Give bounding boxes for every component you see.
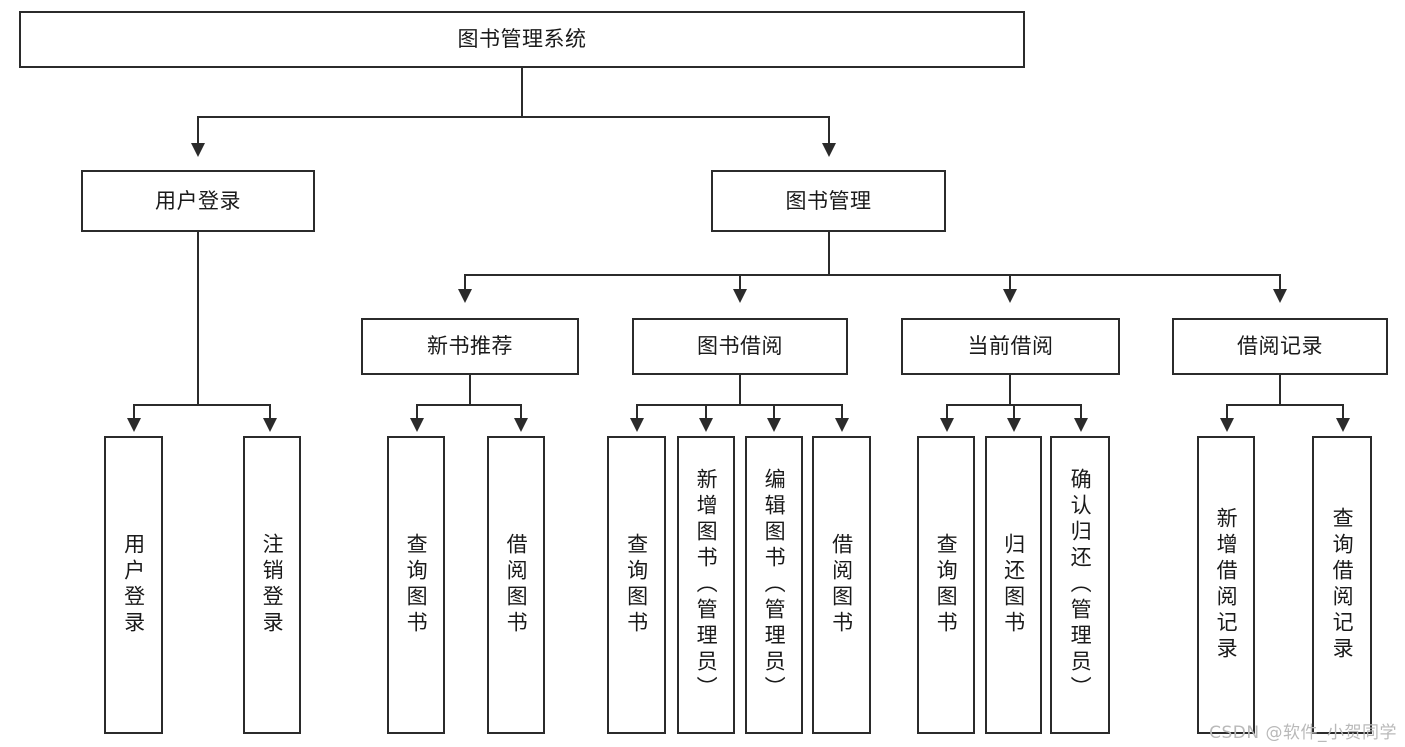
connector-bb-stem	[739, 375, 741, 404]
node-borrow-record[interactable]: 借阅记录	[1172, 318, 1388, 375]
connector-cb-drop-1	[946, 404, 948, 422]
connector-bb-drop-3	[773, 404, 775, 422]
connector-bm-drop-3	[1009, 274, 1011, 292]
connector-br-bus	[1226, 404, 1343, 406]
connector-root-bus	[197, 116, 829, 118]
connector-cb-stem	[1009, 375, 1011, 404]
node-leaf-add-book[interactable]: 新增图书（管理员）	[677, 436, 735, 734]
arrow-down-icon	[127, 418, 141, 432]
arrow-down-icon	[835, 418, 849, 432]
node-leaf-confirm-return[interactable]: 确认归还（管理员）	[1050, 436, 1110, 734]
connector-root-drop-1	[197, 116, 199, 146]
arrow-down-icon	[1007, 418, 1021, 432]
connector-root-drop-2	[828, 116, 830, 146]
connector-user-login-stem	[197, 232, 199, 406]
connector-nbr-stem	[469, 375, 471, 404]
node-leaf-add-record[interactable]: 新增借阅记录	[1197, 436, 1255, 734]
node-book-manage[interactable]: 图书管理	[711, 170, 946, 232]
connector-bm-drop-4	[1279, 274, 1281, 292]
node-leaf-query-book-3[interactable]: 查询图书	[917, 436, 975, 734]
node-leaf-query-record[interactable]: 查询借阅记录	[1312, 436, 1372, 734]
connector-br-drop-1	[1226, 404, 1228, 422]
connector-book-manage-bus	[464, 274, 1281, 276]
connector-bb-bus	[636, 404, 843, 406]
arrow-down-icon	[1003, 289, 1017, 303]
node-current-borrow[interactable]: 当前借阅	[901, 318, 1120, 375]
connector-root-stem	[521, 68, 523, 116]
connector-bm-drop-1	[464, 274, 466, 292]
arrow-down-icon	[1074, 418, 1088, 432]
connector-cb-drop-2	[1013, 404, 1015, 422]
arrow-down-icon	[410, 418, 424, 432]
node-leaf-borrow-book-1[interactable]: 借阅图书	[487, 436, 545, 734]
arrow-down-icon	[733, 289, 747, 303]
arrow-down-icon	[514, 418, 528, 432]
node-leaf-user-login[interactable]: 用户登录	[104, 436, 163, 734]
connector-cb-drop-3	[1080, 404, 1082, 422]
arrow-down-icon	[458, 289, 472, 303]
connector-bb-drop-4	[841, 404, 843, 422]
connector-bm-drop-2	[739, 274, 741, 292]
node-leaf-user-logout[interactable]: 注销登录	[243, 436, 301, 734]
arrow-down-icon	[699, 418, 713, 432]
connector-bb-drop-1	[636, 404, 638, 422]
connector-nbr-drop-1	[416, 404, 418, 422]
connector-br-drop-2	[1342, 404, 1344, 422]
arrow-down-icon	[263, 418, 277, 432]
node-user-login[interactable]: 用户登录	[81, 170, 315, 232]
arrow-down-icon	[767, 418, 781, 432]
node-leaf-borrow-book-2[interactable]: 借阅图书	[812, 436, 871, 734]
csdn-watermark: CSDN @软件_小贺同学	[1209, 723, 1397, 743]
node-new-book-recommend[interactable]: 新书推荐	[361, 318, 579, 375]
connector-br-stem	[1279, 375, 1281, 404]
connector-bb-drop-2	[705, 404, 707, 422]
node-leaf-query-book-2[interactable]: 查询图书	[607, 436, 666, 734]
node-book-borrow[interactable]: 图书借阅	[632, 318, 848, 375]
connector-user-login-drop-2	[269, 404, 271, 422]
node-leaf-return-book[interactable]: 归还图书	[985, 436, 1042, 734]
arrow-down-icon	[1220, 418, 1234, 432]
arrow-down-icon	[191, 143, 205, 157]
arrow-down-icon	[822, 143, 836, 157]
connector-user-login-bus	[133, 404, 269, 406]
connector-user-login-drop-1	[133, 404, 135, 422]
node-root-system[interactable]: 图书管理系统	[19, 11, 1025, 68]
connector-nbr-bus	[416, 404, 521, 406]
arrow-down-icon	[630, 418, 644, 432]
node-leaf-edit-book[interactable]: 编辑图书（管理员）	[745, 436, 803, 734]
arrow-down-icon	[1273, 289, 1287, 303]
node-leaf-query-book-1[interactable]: 查询图书	[387, 436, 445, 734]
connector-nbr-drop-2	[520, 404, 522, 422]
connector-book-manage-stem	[828, 232, 830, 274]
arrow-down-icon	[1336, 418, 1350, 432]
arrow-down-icon	[940, 418, 954, 432]
